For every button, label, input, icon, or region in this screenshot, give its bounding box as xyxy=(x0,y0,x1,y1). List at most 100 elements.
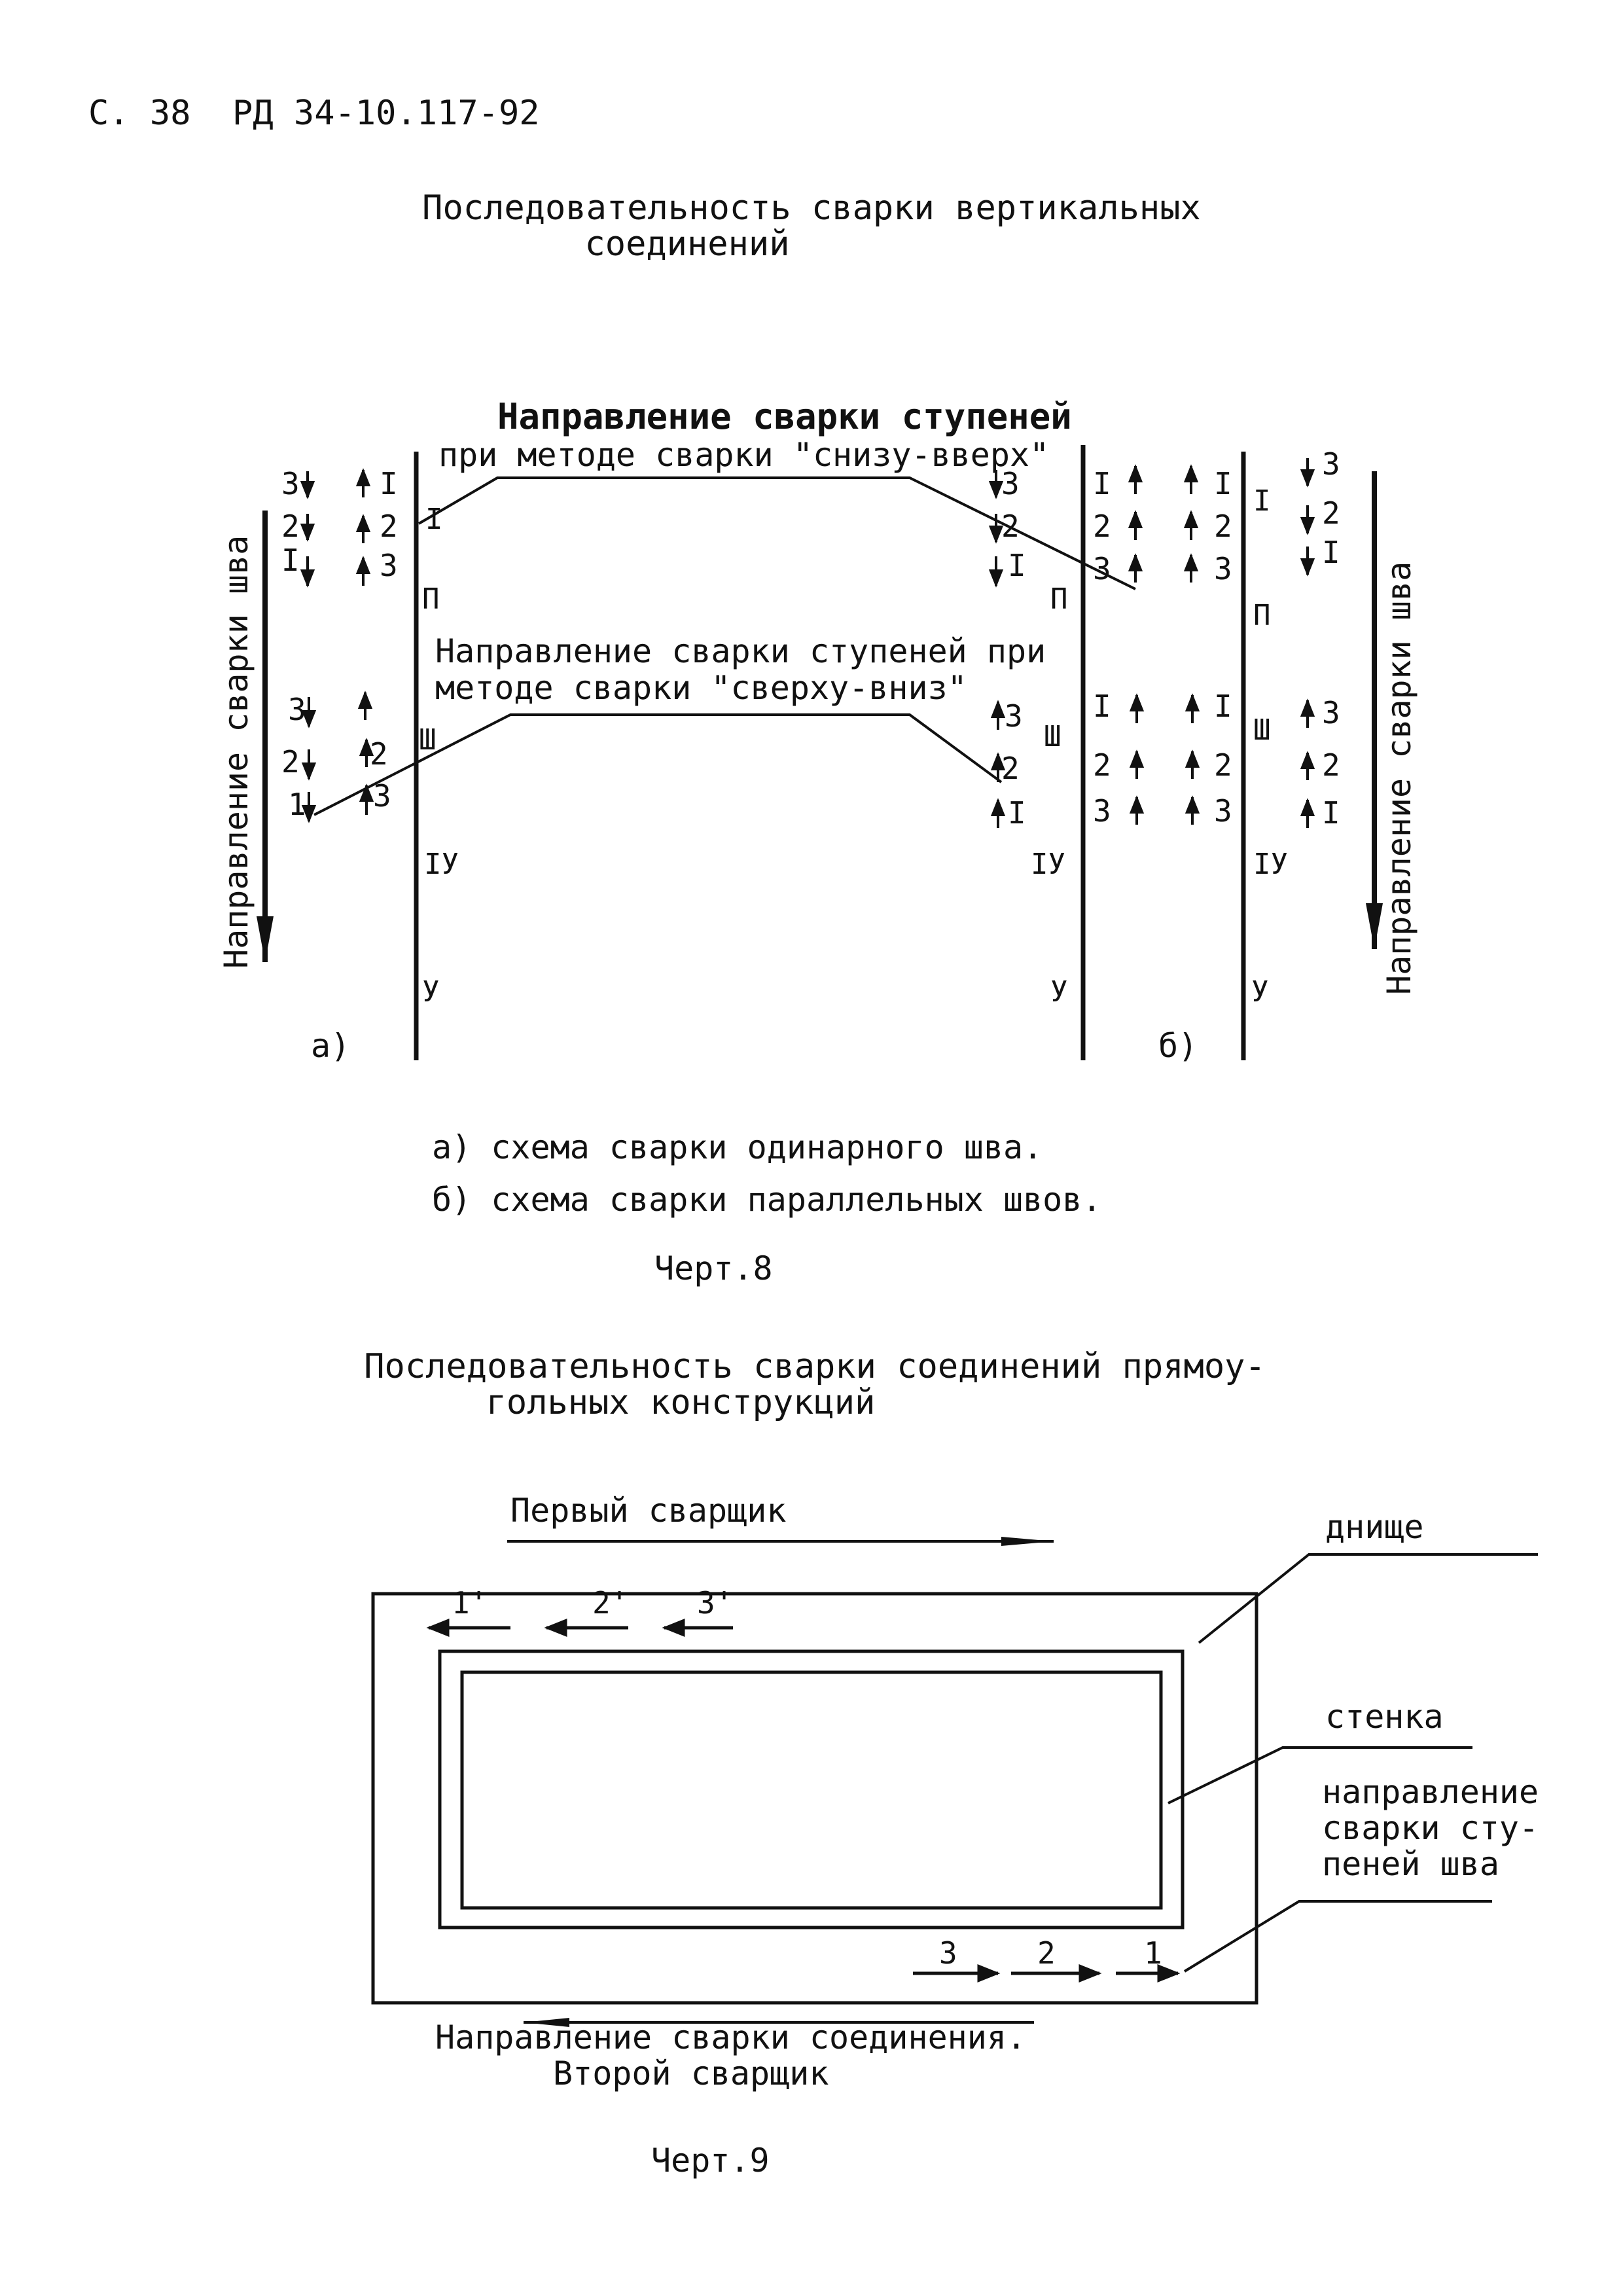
svg-text:3: 3 xyxy=(939,1935,957,1971)
svg-text:3: 3 xyxy=(1005,698,1023,734)
svg-text:3: 3 xyxy=(1093,551,1111,586)
svg-text:1: 1 xyxy=(288,787,306,822)
svg-text:Ш: Ш xyxy=(419,723,437,757)
svg-text:1': 1' xyxy=(452,1585,488,1621)
svg-text:Направление сварки шва: Направление сварки шва xyxy=(1380,562,1418,995)
down-direction-guide xyxy=(313,713,1003,816)
svg-text:I: I xyxy=(281,543,300,578)
svg-text:3: 3 xyxy=(288,692,306,727)
steps-b-col2: I 2 3 I 2 3 I 2 3 I 2 3 xyxy=(1093,466,1232,829)
arrows-a-upper xyxy=(300,468,371,588)
page-number: С. 38 xyxy=(88,94,191,133)
dir-line1: направление xyxy=(1322,1773,1539,1811)
arrows-b-col1 xyxy=(988,470,1006,828)
weld-direction-right: Направление сварки шва xyxy=(1366,471,1418,995)
steps-b-col1: 3 2 I 3 2 I xyxy=(1001,466,1026,831)
wall-leader xyxy=(1168,1746,1472,1804)
seam-lines xyxy=(414,445,1246,1060)
svg-text:2: 2 xyxy=(1322,747,1340,783)
bottom-plate xyxy=(371,1592,1258,2005)
fig9-title-line1: Последовательность сварки соединений пря… xyxy=(364,1347,1266,1386)
svg-text:3: 3 xyxy=(1093,793,1111,829)
svg-text:2: 2 xyxy=(281,744,300,780)
svg-text:2': 2' xyxy=(592,1585,628,1621)
document-code: РД 34-10.117-92 xyxy=(232,94,540,133)
svg-text:I: I xyxy=(1093,466,1111,501)
direction-leader xyxy=(1183,1900,1492,1973)
svg-text:3: 3 xyxy=(1322,695,1340,730)
fig8-chart-label: Черт.8 xyxy=(654,1249,773,1287)
wall-label: стенка xyxy=(1325,1698,1444,1736)
svg-text:2: 2 xyxy=(1093,747,1111,783)
first-welder-label: Первый сварщик xyxy=(510,1492,786,1530)
svg-text:Ш: Ш xyxy=(1044,720,1061,753)
caption-b: б) схема сварки параллельных швов. xyxy=(432,1181,1102,1219)
dir-line2: сварки сту- xyxy=(1322,1809,1539,1847)
svg-text:У: У xyxy=(1251,975,1269,1009)
svg-text:IУ: IУ xyxy=(1253,848,1288,881)
tier-labels: I П Ш IУ У П Ш IУ У I П Ш IУ У xyxy=(419,484,1288,1009)
dir-line3: пеней шва xyxy=(1322,1845,1499,1883)
svg-text:1: 1 xyxy=(1144,1935,1162,1971)
label-up-line1: Направление сварки ступеней xyxy=(497,396,1072,437)
svg-text:3: 3 xyxy=(281,466,300,501)
subfig-a-label: а) xyxy=(311,1027,350,1065)
fig9-chart-label: Черт.9 xyxy=(651,2142,770,2179)
label-up-line2: при методе сварки "снизу-вверх" xyxy=(438,436,1049,474)
steps-a-upper: 3 2 I I 2 3 xyxy=(281,466,398,583)
joint-direction-label: Направление сварки соединения. xyxy=(435,2018,1026,2056)
up-direction-guide xyxy=(418,476,1136,590)
svg-text:3: 3 xyxy=(1214,793,1232,829)
svg-text:I: I xyxy=(1322,535,1340,570)
wall-outer xyxy=(438,1649,1185,1929)
wall-inner xyxy=(460,1670,1163,1910)
fig9-title-line2: гольных конструкций xyxy=(486,1383,876,1422)
svg-text:I: I xyxy=(1008,548,1026,583)
svg-text:IУ: IУ xyxy=(1031,848,1065,881)
svg-text:2: 2 xyxy=(370,736,388,772)
arrows-a-lower xyxy=(301,691,374,823)
svg-text:2: 2 xyxy=(1037,1935,1056,1971)
svg-text:IУ: IУ xyxy=(424,848,459,881)
svg-text:2: 2 xyxy=(1214,747,1232,783)
label-down-line2: методе сварки "сверху-вниз" xyxy=(435,669,967,707)
svg-text:2: 2 xyxy=(1322,495,1340,531)
svg-text:I: I xyxy=(1322,795,1340,831)
svg-text:2: 2 xyxy=(380,509,398,544)
svg-text:3: 3 xyxy=(1214,551,1232,586)
svg-text:2: 2 xyxy=(1214,509,1232,544)
bottom-leader xyxy=(1198,1553,1538,1644)
svg-text:I: I xyxy=(1253,484,1271,518)
svg-text:3: 3 xyxy=(380,548,398,583)
svg-text:2: 2 xyxy=(1001,751,1020,786)
svg-text:П: П xyxy=(1253,599,1271,632)
svg-text:3: 3 xyxy=(373,778,391,814)
svg-text:Направление сварки шва: Направление сварки шва xyxy=(217,535,255,969)
top-steps: 1' 2' 3' xyxy=(426,1585,733,1637)
svg-text:I: I xyxy=(1214,689,1232,724)
svg-text:I: I xyxy=(1093,689,1111,724)
svg-text:2: 2 xyxy=(1001,509,1020,544)
svg-text:У: У xyxy=(422,975,440,1009)
svg-text:I: I xyxy=(1214,466,1232,501)
bottom-label: днище xyxy=(1325,1508,1424,1546)
svg-text:П: П xyxy=(422,583,440,616)
caption-a: а) схема сварки одинарного шва. xyxy=(432,1128,1043,1166)
label-down-line1: Направление сварки ступеней при xyxy=(435,632,1046,670)
svg-text:I: I xyxy=(380,466,398,501)
fig8-title-line1: Последовательность сварки вертикальных xyxy=(422,188,1201,228)
steps-a-lower: 3 2 1 2 3 xyxy=(281,692,391,822)
svg-text:Ш: Ш xyxy=(1253,713,1271,747)
svg-text:3: 3 xyxy=(1001,466,1020,501)
fig8-title-line2: соединений xyxy=(584,224,789,264)
svg-text:3: 3 xyxy=(1322,446,1340,482)
subfig-b-label: б) xyxy=(1158,1027,1198,1065)
steps-b-col3: 3 2 I 3 2 I xyxy=(1322,446,1340,831)
second-welder-label: Второй сварщик xyxy=(553,2054,829,2092)
arrows-b-col2 xyxy=(1128,464,1200,825)
svg-text:I: I xyxy=(1008,795,1026,831)
weld-direction-left: Направление сварки шва xyxy=(217,511,274,969)
svg-text:I: I xyxy=(425,503,443,536)
svg-text:У: У xyxy=(1050,975,1068,1009)
